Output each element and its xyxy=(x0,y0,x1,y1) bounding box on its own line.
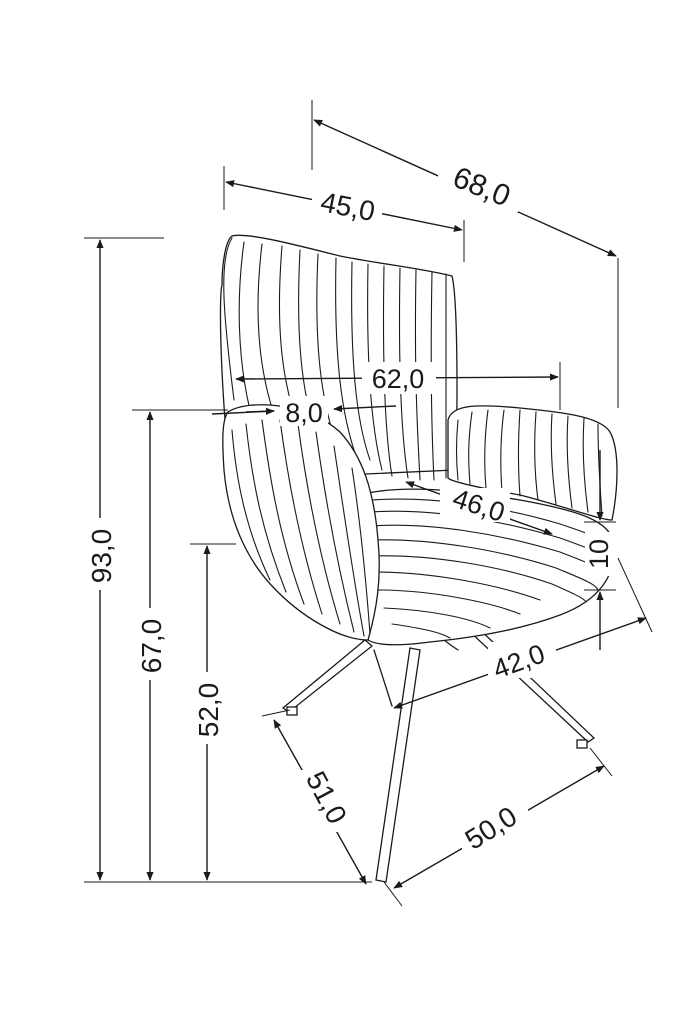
dim-label-93: 93,0 xyxy=(86,529,117,584)
dim-armrest-height: 67,0 xyxy=(132,409,228,881)
dim-seat-width: 46,0 xyxy=(405,481,553,535)
dim-width-overall: 62,0 xyxy=(235,362,561,410)
dim-label-8: 8,0 xyxy=(285,398,323,428)
chair-left-armrest xyxy=(222,404,380,641)
dim-backrest-width: 45,0 xyxy=(223,166,465,262)
dim-armrest-width: 8,0 xyxy=(211,396,397,428)
dim-seat-depth: 42,0 xyxy=(393,557,653,709)
dim-label-52: 52,0 xyxy=(193,683,224,738)
dim-base-width: 50,0 xyxy=(383,747,613,907)
chair-drawing xyxy=(219,234,618,883)
dim-label-62: 62,0 xyxy=(372,364,425,394)
dim-seat-height: 52,0 xyxy=(189,543,236,881)
dim-label-10: 10 xyxy=(584,539,614,569)
dim-height-overall: 93,0 xyxy=(82,237,372,883)
dim-label-67: 67,0 xyxy=(136,619,167,674)
dimension-lines: 68,0 45,0 93,0 67,0 xyxy=(82,100,653,907)
dim-base-depth: 51,0 xyxy=(261,709,367,885)
